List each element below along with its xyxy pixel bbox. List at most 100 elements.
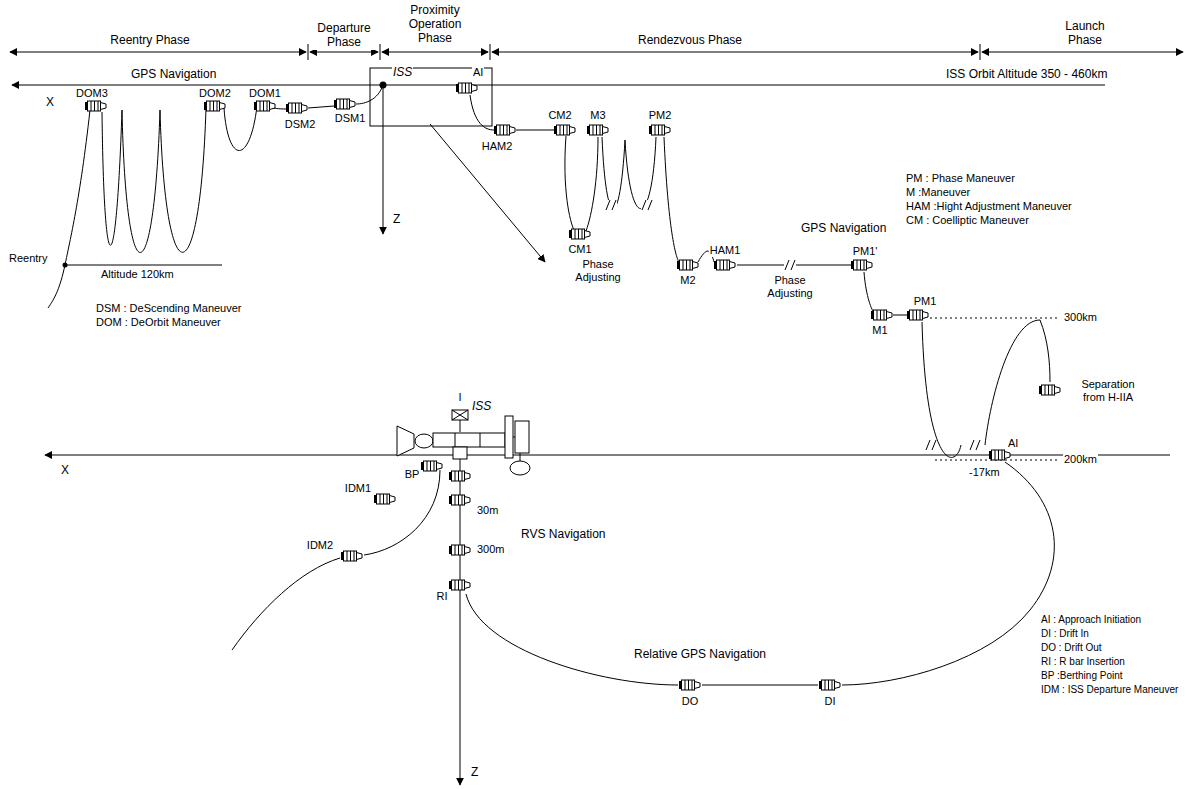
- abbreviation-key: RI : R bar Insertion: [1040, 656, 1126, 668]
- drawing-path: [452, 410, 468, 420]
- drawing-line: [455, 433, 456, 447]
- drawing-path: [308, 106, 334, 108]
- rendezvous-trajectory: [470, 95, 1050, 457]
- abbreviation-key: M :Maneuver: [905, 186, 971, 199]
- navigation-label: GPS Navigation: [130, 68, 217, 82]
- abbreviation-key: BP :Berthing Point: [1040, 670, 1124, 682]
- maneuver-label: M2: [679, 274, 696, 287]
- axis-label: X: [60, 464, 70, 478]
- drawing-ellipse: [510, 461, 530, 475]
- iss-figure: [397, 410, 530, 475]
- drawing-line: [480, 433, 481, 447]
- drawing-path: [466, 594, 678, 685]
- phase-label: Rendezvous Phase: [637, 34, 743, 48]
- drawing-use: [494, 125, 515, 135]
- maneuver-label: CM1: [567, 243, 592, 256]
- distance-label: 30m: [476, 504, 499, 517]
- abbreviation-key: DSM : DeScending Maneuver: [95, 302, 243, 315]
- drawing-use: [334, 99, 355, 109]
- drawing-use: [587, 125, 608, 135]
- drawing-use: [554, 125, 575, 135]
- drawing-path: [48, 110, 90, 308]
- drawing-use: [456, 83, 477, 93]
- drawing-path: [232, 558, 340, 650]
- drawing-use: [204, 101, 225, 111]
- maneuver-label: PM1': [852, 245, 879, 258]
- drawing-line: [430, 124, 545, 262]
- abbreviation-key: CM : Coelliptic Maneuver: [905, 214, 1030, 227]
- abbreviation-key: HAM :Hight Adjustment Maneuver: [905, 200, 1073, 213]
- drawing-rect: [452, 410, 468, 420]
- note-label: Phase Adjusting: [759, 274, 821, 299]
- drawing-path: [985, 320, 1050, 445]
- drawing-line: [930, 318, 1058, 319]
- drawing-use: [969, 440, 981, 450]
- phase-label: Proximity Operation Phase: [399, 4, 471, 45]
- axis-label: Z: [470, 766, 479, 780]
- abbreviation-key: PM : Phase Maneuver: [905, 172, 1016, 185]
- drawing-use: [641, 200, 653, 210]
- drawing-use: [677, 260, 698, 270]
- drawing-use: [649, 125, 670, 135]
- altitude-label: 300km: [1063, 311, 1098, 324]
- maneuver-label: RI: [436, 590, 449, 603]
- drawing-line: [520, 453, 521, 461]
- axis-label: Z: [392, 213, 401, 227]
- maneuver-label: DOM1: [248, 87, 282, 100]
- drawing-rect: [453, 447, 467, 459]
- reentry-point: [63, 263, 68, 268]
- navigation-label: Relative GPS Navigation: [633, 648, 767, 662]
- upper-orbit: [12, 68, 1105, 262]
- drawing-use: [925, 440, 937, 450]
- drawing-use: [605, 200, 617, 210]
- drawing-path: [364, 470, 440, 555]
- drawing-use: [374, 494, 395, 504]
- phase-label: Departure Phase: [312, 22, 376, 50]
- drawing-use: [421, 461, 442, 471]
- htv-icons: [85, 83, 1060, 690]
- drawing-path: [864, 272, 874, 313]
- maneuver-label: AI: [472, 66, 484, 79]
- drawing-line: [492, 52, 978, 53]
- note-label: Reentry: [8, 252, 49, 265]
- drawing-use: [569, 229, 590, 239]
- drawing-use: [286, 103, 307, 113]
- proximity-view: [45, 455, 1170, 785]
- maneuver-label: HAM1: [709, 244, 742, 257]
- drawing-path: [565, 136, 574, 230]
- abbreviation-key: DI : Drift In: [1040, 628, 1090, 640]
- drawing-use: [449, 471, 470, 481]
- drawing-path: [224, 106, 257, 151]
- drawing-line: [513, 437, 515, 438]
- maneuver-label: M1: [871, 324, 888, 337]
- drawing-path: [702, 685, 818, 686]
- drawing-line: [65, 265, 222, 266]
- drawing-use: [449, 495, 470, 505]
- altitude-lines: [930, 318, 1058, 460]
- drawing-path: [516, 130, 554, 131]
- reentry-trajectory: [48, 85, 383, 308]
- maneuver-label: PM1: [913, 295, 938, 308]
- maneuver-label: DSM1: [334, 112, 367, 125]
- distance-label: -17km: [968, 466, 1001, 479]
- drawing-path: [470, 95, 494, 130]
- drawing-path: [586, 137, 598, 231]
- maneuver-label: DO: [681, 695, 700, 708]
- drawing-path: [602, 137, 656, 209]
- drawing-line: [383, 85, 384, 234]
- drawing-path: [893, 315, 907, 316]
- drawing-use: [851, 260, 872, 270]
- abbreviation-key: AI : Approach Initiation: [1040, 614, 1142, 626]
- maneuver-label: M3: [589, 109, 606, 122]
- altitude-label: 200km: [1063, 453, 1098, 466]
- note-label: Separation from H-IIA: [1068, 378, 1148, 403]
- drawing-use: [819, 680, 840, 690]
- station-label: ISS: [392, 66, 413, 80]
- maneuver-label: HAM2: [481, 140, 514, 153]
- maneuver-label: CM2: [547, 109, 572, 122]
- drawing-line: [982, 52, 1183, 53]
- drawing-use: [871, 310, 892, 320]
- drawing-use: [989, 450, 1010, 460]
